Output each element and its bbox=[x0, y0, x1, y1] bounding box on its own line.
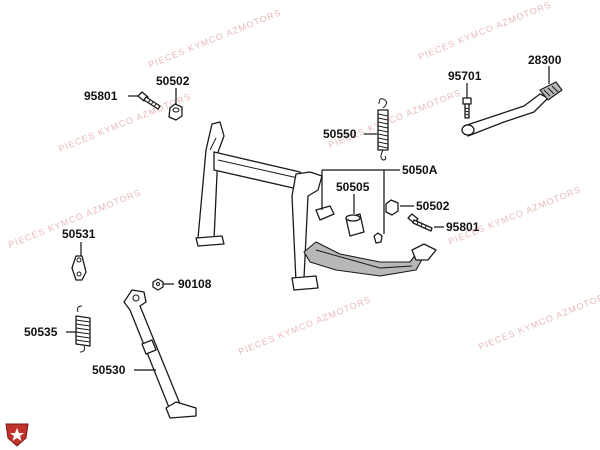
side-stand-50530 bbox=[123, 289, 197, 419]
watermark-1: PIECES KYMCO AZMOTORS bbox=[147, 7, 283, 70]
label-50531: 50531 bbox=[62, 227, 96, 241]
label-50535: 50535 bbox=[24, 325, 58, 339]
spring-50535 bbox=[75, 305, 91, 353]
bolt-95701 bbox=[462, 97, 472, 119]
star-icon bbox=[10, 428, 24, 441]
clip-5050A bbox=[373, 232, 383, 244]
bolt-90108 bbox=[152, 278, 164, 291]
nut-50502-right bbox=[385, 199, 399, 216]
kick-lever-28300 bbox=[461, 81, 563, 137]
watermark-3: PIECES KYMCO AZMOTORS bbox=[57, 91, 193, 154]
leader-lines bbox=[66, 66, 550, 371]
bolt-95801-right bbox=[407, 213, 433, 232]
label-28300: 28300 bbox=[528, 53, 562, 67]
part-labels: 95801 50502 95701 28300 50550 5050A 5050… bbox=[24, 53, 562, 377]
main-stand bbox=[195, 121, 437, 291]
nut-50502-top bbox=[168, 103, 183, 121]
label-50530: 50530 bbox=[92, 363, 126, 377]
brand-logo bbox=[5, 423, 29, 447]
watermark-8: PIECES KYMCO AZMOTORS bbox=[477, 289, 600, 352]
label-50505: 50505 bbox=[336, 180, 370, 194]
label-95801-top: 95801 bbox=[84, 89, 118, 103]
bracket-50531 bbox=[71, 255, 87, 281]
label-5050A: 5050A bbox=[402, 163, 438, 177]
label-50502-top: 50502 bbox=[156, 74, 190, 88]
spring-50550 bbox=[377, 98, 389, 161]
bolt-95801-top bbox=[137, 91, 161, 110]
label-95701: 95701 bbox=[448, 69, 482, 83]
watermark-6: PIECES KYMCO AZMOTORS bbox=[447, 184, 583, 247]
label-90108: 90108 bbox=[178, 277, 212, 291]
label-95801-right: 95801 bbox=[446, 220, 480, 234]
stopper-50505 bbox=[345, 213, 365, 237]
label-50550: 50550 bbox=[323, 127, 357, 141]
label-50502-right: 50502 bbox=[416, 199, 450, 213]
watermark-7: PIECES KYMCO AZMOTORS bbox=[237, 294, 373, 357]
